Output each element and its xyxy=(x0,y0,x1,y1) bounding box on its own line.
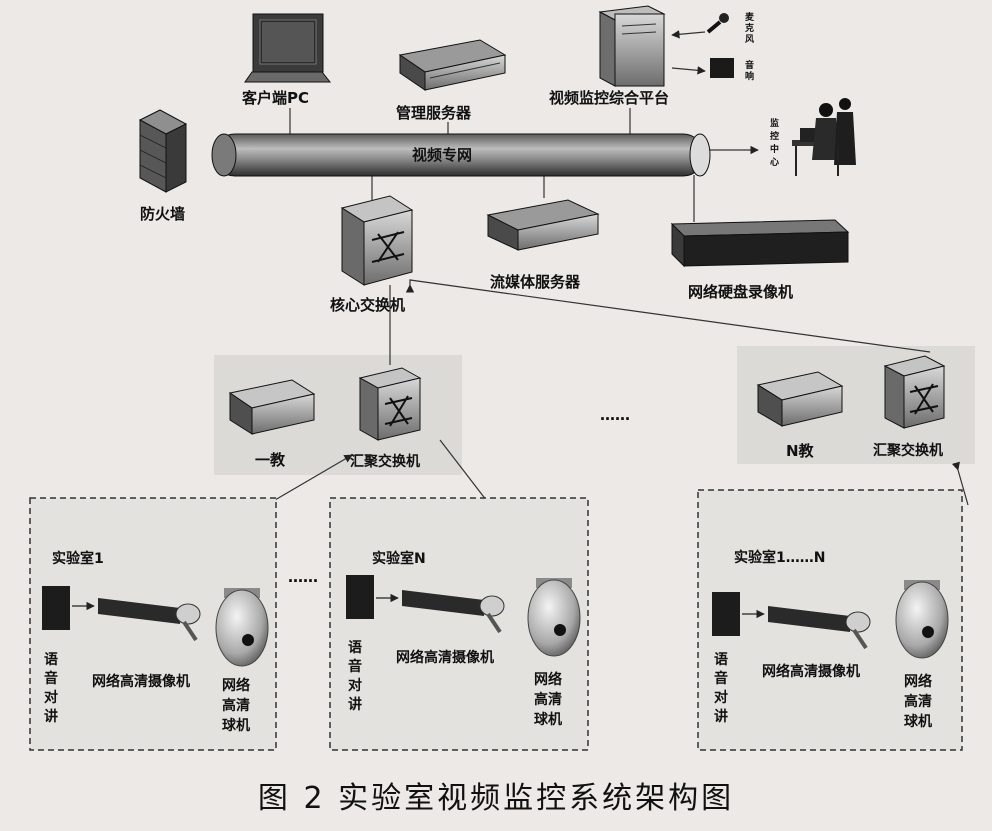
platform-server-icon xyxy=(598,5,666,87)
lab-n-intercom-label-2: 音 xyxy=(348,658,362,675)
lab-1-dome-label-1: 网络 xyxy=(222,677,250,694)
microphone-label-2: 克 xyxy=(745,22,754,34)
aggregation-switch-1-label: 汇聚交换机 xyxy=(350,453,420,470)
client-pc-label: 客户端PC xyxy=(241,89,309,107)
microphone-label-1: 麦 xyxy=(745,11,755,23)
lab-n-intercom-label-1: 语 xyxy=(348,640,362,656)
aggregation-switch-n-label: 汇聚交换机 xyxy=(873,442,943,459)
lab-n-intercom-label-3: 对 xyxy=(348,677,362,694)
building-1-server-icon xyxy=(228,379,316,435)
lab-1-dome-icon xyxy=(215,588,269,667)
firewall-icon xyxy=(138,109,188,193)
aggregation-switch-1-icon xyxy=(358,367,422,441)
lab-1-title: 实验室1 xyxy=(52,550,104,567)
lab-n-camera-icon xyxy=(402,590,505,634)
lab-ellipsis: …… xyxy=(288,568,318,586)
lab-1-intercom-label-1: 语 xyxy=(44,652,58,668)
lab-n-dome-icon xyxy=(527,578,581,657)
video-network-label: 视频专网 xyxy=(412,146,472,164)
lab-1-n-intercom-label-4: 讲 xyxy=(714,708,728,725)
core-switch-icon xyxy=(340,195,414,286)
lab-1-n-title: 实验室1……N xyxy=(734,549,825,566)
aggregation-switch-n-icon xyxy=(883,355,946,429)
platform-label: 视频监控综合平台 xyxy=(549,89,669,107)
lab-n-intercom-label-4: 讲 xyxy=(348,696,362,713)
nvr-label: 网络硬盘录像机 xyxy=(688,283,793,301)
lab-1-n-dome-label-1: 网络 xyxy=(904,673,932,690)
monitoring-center-icon xyxy=(792,98,856,176)
monitor-center-label-3: 中 xyxy=(770,143,779,155)
management-server-label: 管理服务器 xyxy=(396,104,472,122)
lab-1-n-dome-icon xyxy=(895,580,949,659)
lab-n-camera-label: 网络高清摄像机 xyxy=(396,649,494,666)
lab-1-n-intercom-label-3: 对 xyxy=(714,689,728,706)
speaker-label-1: 音 xyxy=(745,59,754,71)
firewall-label: 防火墙 xyxy=(140,205,185,223)
speaker-label-2: 响 xyxy=(745,70,754,82)
monitor-center-label-2: 控 xyxy=(770,130,779,142)
lab-1-camera-label: 网络高清摄像机 xyxy=(92,673,190,690)
building-ellipsis: …… xyxy=(600,406,630,424)
lab-1-dome-label-2: 高清 xyxy=(222,697,250,714)
lab-1-n-dome-label-2: 高清 xyxy=(904,693,932,710)
lab-1-n-intercom-icon xyxy=(712,592,740,636)
lab-1-n-camera-icon xyxy=(768,606,871,650)
figure-caption: 图 2 实验室视频监控系统架构图 xyxy=(258,781,734,816)
core-switch-label: 核心交换机 xyxy=(330,296,405,314)
speaker-icon xyxy=(710,58,734,78)
lab-1-intercom-label-4: 讲 xyxy=(44,708,58,725)
lab-n-dome-label-3: 球机 xyxy=(534,711,562,728)
lab-1-n-intercom-label-2: 音 xyxy=(714,670,728,687)
streaming-server-icon xyxy=(486,199,600,251)
building-1-label: 一教 xyxy=(255,451,286,469)
microphone-icon xyxy=(706,13,729,34)
microphone-label-3: 风 xyxy=(745,34,754,45)
streaming-server-label: 流媒体服务器 xyxy=(490,273,581,291)
client-pc-icon xyxy=(244,13,332,83)
lab-n-intercom-icon xyxy=(346,575,374,619)
monitor-center-label-1: 监 xyxy=(770,117,779,129)
video-network-pipe xyxy=(211,133,711,177)
building-n-server-icon xyxy=(756,371,844,427)
lab-n-dome-label-2: 高清 xyxy=(534,691,562,708)
management-server-icon xyxy=(398,39,507,91)
lab-1-n-camera-label: 网络高清摄像机 xyxy=(762,663,860,680)
lab-1-intercom-icon xyxy=(42,586,70,630)
lab-1-camera-icon xyxy=(98,598,201,642)
lab-n-dome-label-1: 网络 xyxy=(534,671,562,688)
connection-lines xyxy=(274,30,969,527)
building-n-label: N教 xyxy=(786,442,815,460)
lab-1-intercom-label-2: 音 xyxy=(44,670,58,687)
monitor-center-label-4: 心 xyxy=(770,157,779,168)
lab-n-title: 实验室N xyxy=(372,550,426,567)
nvr-icon xyxy=(670,219,850,268)
lab-1-n-dome-label-3: 球机 xyxy=(904,713,932,730)
lab-1-n-intercom-label-1: 语 xyxy=(714,652,728,668)
lab-1-intercom-label-3: 对 xyxy=(44,689,58,706)
lab-1-dome-label-3: 球机 xyxy=(222,717,250,734)
